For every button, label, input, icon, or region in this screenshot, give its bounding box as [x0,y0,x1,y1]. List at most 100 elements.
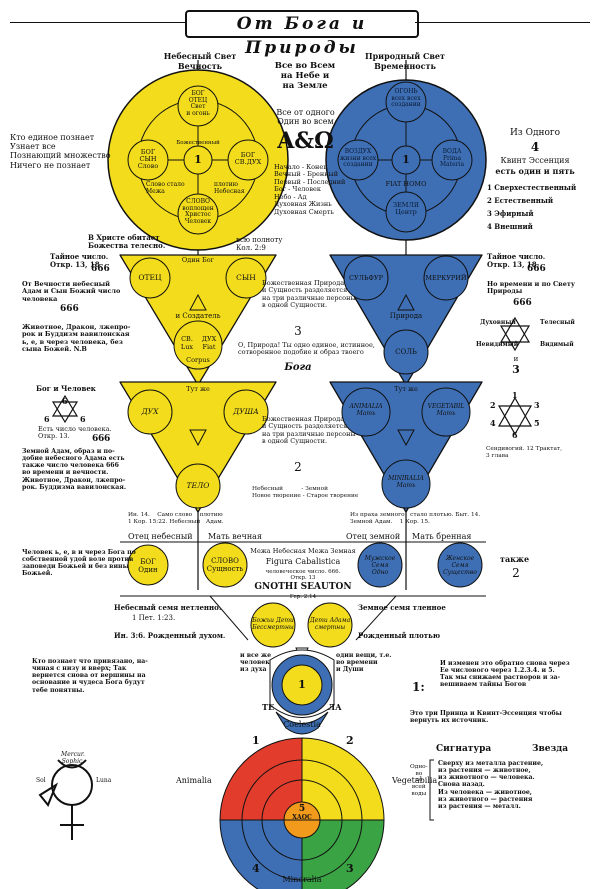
hex-num: 1 [512,390,518,400]
col-ref: всю полноту Кол. 2:9 [236,236,283,253]
tri2-body: ТЕЛО [186,481,210,490]
number-two: 2 [294,460,302,474]
blue-circle [325,79,487,241]
gold-bottom-label: СЛОВО воплощен Христос Человек [182,198,214,225]
tri2-top: Тут же [186,385,210,393]
female-seed: Женское Семя Существо [443,555,477,576]
eternity-adam-text: От Вечности небесный Адам и Сын Божий чи… [22,280,121,303]
list-item: 2 Естественный [487,196,554,205]
row4-right-text: И изменен это обратно снова через Ее чис… [440,660,570,689]
earthly-father: Отец земной [346,532,401,541]
tri1-spirit: ДУХ Fiat [201,335,217,351]
hex-num: 3 [534,400,540,410]
signature-text: Сверху из металла растение, из растения … [438,760,544,810]
heaven-light-label: Небесный Свет [163,51,237,61]
signature-title: Сигнатура [436,744,492,754]
hex-num: 6 [512,430,518,440]
number-666: 666 [91,264,110,274]
mineralia-label: Mineralia [282,875,322,884]
quadrant-3: 3 [346,862,354,875]
hexagram-icon [51,316,533,436]
center-emblem [269,649,335,735]
tri1-mercury: МЕРКУРИЙ [425,274,467,282]
word-essence: СЛОВО Сущность [206,557,244,573]
tri2-soul: ДУША [233,407,259,416]
number-666: 666 [513,298,532,308]
six: 6 [44,414,50,424]
blue-triangle-2 [329,381,483,513]
is-number-text: Есть число человека. Откр. 13. [38,425,112,441]
gold-bl-label: Слово стало Межа [146,181,185,195]
tri1-salt: СОЛЬ [395,348,417,356]
earth-seed: Земное семя тленное [358,603,446,612]
hex-num: 5 [534,418,540,428]
gold-br-label: плотию Небесная [214,181,245,195]
tri1-son: СЫН [236,273,256,282]
god-and-man: Бог и Человек [36,384,96,393]
signature-left: Одно- во по всей воды [410,764,428,797]
cabala-line3: человеческое число. 666. Откр. 13 [265,569,341,581]
gold-triangle-1 [119,254,277,386]
te-label: ТЕ [262,702,275,712]
blue-bottom-label: ЗЕМЛЯ Центр [392,201,420,217]
title-box: От Бога и Природы [185,10,419,58]
secret-number-right: Тайное число. Откр. 13, 18. [487,252,546,270]
male-seed: Мужское Семя Одно [364,555,396,576]
emblem-center: 1 [298,678,306,691]
row3-left-note: Человек ь, е, в и через Бога по собствен… [22,549,136,578]
sendivogius-ref: Сендивогий. 12 Трактат, 3 глава [486,446,562,459]
title-rule [10,22,185,23]
divine-nature-text: Божественная Природа и Сущность разделяе… [262,279,356,310]
star-title: Звезда [532,744,569,754]
all-from-one: Все от одного Один во всем [276,108,335,127]
gold-right-label: БОГ СВ.ДУХ [234,151,262,167]
tri1-mid: и Создатель [175,312,221,320]
flesh-birth: Рожденный плотью [358,631,441,640]
temporality-label: Временность [374,61,436,71]
gnothi-seauton: GNOTHI SEAUTON [254,582,352,592]
coelestia-label: Coelestia [283,720,321,729]
blue-right-label: ВОДА Prima Materia [439,148,465,169]
spiritual-birth: Ин. 3:6. Рожденный духом. [114,631,226,640]
hex-and: и [513,355,519,363]
tri1-sulfur: СУЛЬФУР [349,274,383,282]
mercury-symbol-icon [38,759,93,840]
gold-left-label: БОГ СЫН Слово [137,148,159,171]
blue-left-label: ВОЗДУХ жизни всех создании [339,148,377,169]
hex-invisible: Невидимый [476,341,519,348]
list-item: 3 Эфирный [487,209,534,218]
number-666: 666 [60,304,79,314]
god-word: Бога [284,362,312,373]
all-in-all: Все во Всем на Небе и на Земле [274,61,336,91]
christ-quote: В Христе обитает Божества телесно. [88,233,166,251]
heaven-seed: Небесный семя нетленно. [114,603,222,612]
title-rule-right [415,22,590,23]
number-three: 3 [294,324,302,338]
tri1-holy: СВ. Lux [180,335,194,351]
also-label: также [500,554,530,564]
alpha-omega: A&Ω [277,128,334,154]
tri2-spirit: ДУХ [141,407,159,416]
heaven-earth-text: Небесный - Земной Новое творение - Старо… [252,486,359,499]
tri1-top: Один Бог [181,256,215,264]
gold-triangle-2 [119,381,277,513]
secret-number-left: Тайное число. Откр. 13, 18. [50,252,109,270]
nature-text: О, Природа! Ты одно единое, истинное, со… [238,341,375,357]
number-666: 6 [104,434,111,444]
from-one: Из Одного [509,128,561,138]
number-666: 6 [92,434,99,444]
quadrant-4: 4 [252,862,260,875]
vegetabilia-label: Vegetabilia [392,776,438,785]
earthly-adam-text: Земной Адам, образ и по- добие небесного… [22,448,126,491]
tri2-animalia: ANIMALIA Мать [349,403,383,417]
beast-text: Животное, Дракон, лжепро- рок и Буддизм … [22,323,131,354]
tri1-nature: Природа [389,312,423,320]
tri1-father: ОТЕЦ [138,273,162,282]
ref-left: Ин. 14. Само слово плотию 1 Кор. 15:22. … [128,512,224,525]
tri2-top-r: Тут же [394,385,418,393]
hex-num: 2 [490,400,496,410]
luna-label: Luna [96,777,112,784]
la-label: ЛА [328,702,342,712]
blue-top-label: ОГОНЬ всех всех создании [391,88,421,109]
